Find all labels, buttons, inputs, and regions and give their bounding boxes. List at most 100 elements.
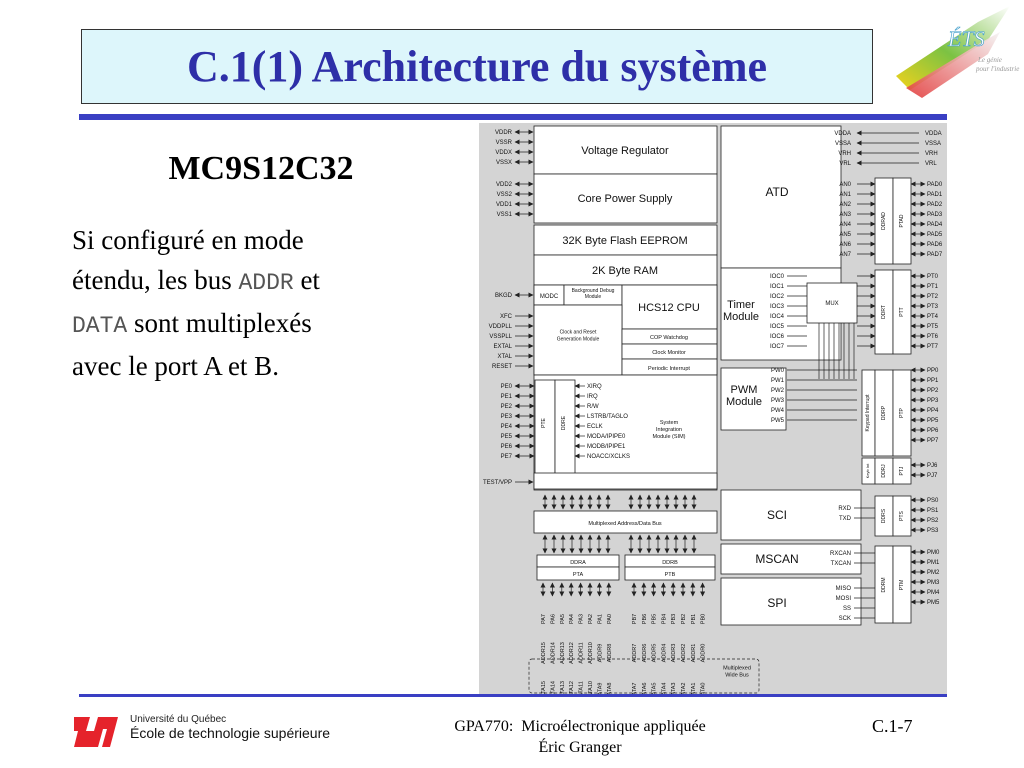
atd-input-label: VRH	[838, 151, 851, 157]
data-label: DATA0	[701, 683, 707, 695]
sim-label: Module (SIM)	[652, 434, 685, 440]
ddrp-label: DDRP	[881, 405, 887, 420]
data-label: DATA10	[588, 681, 594, 695]
pad-pin-label: PAD2	[927, 202, 943, 208]
ddrb-label: DDRB	[662, 560, 678, 566]
pw-label: PW5	[771, 418, 785, 424]
sci-signal-label: RXD	[838, 506, 851, 512]
pt-pin-label: PT4	[927, 314, 939, 320]
atd-input-label: VRL	[839, 161, 851, 167]
keyb-int-label: Keyb Int	[865, 463, 870, 479]
data-label: DATA13	[560, 681, 566, 695]
atd-channel-label: AN1	[839, 192, 851, 198]
sci-label: SCI	[767, 508, 787, 522]
atd-channel-label: AN7	[839, 252, 851, 258]
pw-label: PW0	[771, 368, 785, 374]
ptp-label: PTP	[899, 407, 905, 417]
pe-pin-label: PE7	[501, 454, 513, 460]
pa-pin-label: PA1	[597, 614, 603, 624]
pad-pin-label: PAD0	[927, 182, 943, 188]
pb-pin-label: PB1	[691, 614, 697, 624]
addr-label: ADDR11	[579, 642, 585, 663]
pt-pin-label: PT3	[927, 304, 939, 310]
slide-body: Si configuré en mode étendu, les bus ADD…	[72, 220, 432, 386]
pm-pin-label: PM4	[927, 590, 940, 596]
power-pin-label: VDD2	[496, 182, 513, 188]
ddrt-label: DDRT	[881, 305, 887, 319]
slide-subtitle: MC9S12C32	[168, 150, 354, 187]
addr-label: ADDR4	[661, 644, 667, 663]
addr-label: ADDR9	[597, 644, 603, 663]
school-name: École de technologie supérieure	[130, 725, 331, 741]
pad-pin-label: PAD5	[927, 232, 943, 238]
pad-pin-label: PAD7	[927, 252, 943, 258]
spi-label: SPI	[767, 596, 786, 610]
data-label: DATA15	[541, 681, 547, 695]
ptp-port	[892, 369, 912, 457]
spi-signal-label: MOSI	[836, 596, 852, 602]
ptb-label: PTB	[665, 572, 676, 578]
core-power-label: Core Power Supply	[578, 193, 673, 205]
ptm-port	[892, 545, 912, 624]
pw-label: PW3	[771, 398, 785, 404]
pe-pin-label: PE1	[501, 394, 513, 400]
sim-signal-label: ECLK	[587, 424, 603, 430]
sci-signal-label: TXD	[839, 516, 852, 522]
ps-pin-label: PS1	[927, 508, 939, 514]
pad-pin-label: PAD1	[927, 192, 943, 198]
spi-block	[720, 577, 862, 626]
addr-data-bus-block	[533, 510, 718, 534]
pp-pin-label: PP4	[927, 408, 939, 414]
ptad-label: PTAD	[899, 214, 905, 227]
ddrs-label: DDRS	[881, 508, 887, 523]
pa-pin-label: PA3	[579, 614, 585, 624]
pj-pin-label: PJ6	[927, 463, 938, 469]
pt-pin-label: PT0	[927, 274, 939, 280]
power-pin-label: VSS1	[497, 212, 513, 218]
spi-signal-label: SCK	[839, 616, 851, 622]
voltage-regulator-label: Voltage Regulator	[581, 145, 669, 157]
code-addr: ADDR	[238, 270, 294, 296]
pp-pin-label: PP3	[927, 398, 939, 404]
data-label: DATA8	[607, 683, 613, 695]
keypad-int-label: Keypad Interrupt	[865, 394, 871, 432]
pa-pin-label: PA0	[607, 614, 613, 624]
atd-channel-label: AN0	[839, 182, 851, 188]
pb-pin-label: PB0	[701, 614, 707, 624]
pp-pin-label: PP2	[927, 388, 939, 394]
timer-label: Module	[723, 311, 759, 323]
atd-ext-label: VSSA	[925, 141, 941, 147]
pj-pin-label: PJ7	[927, 473, 938, 479]
pta-port	[536, 566, 620, 581]
pb-pin-label: PB2	[681, 614, 687, 624]
data-label: DATA11	[579, 681, 585, 695]
pw-label: PW2	[771, 388, 785, 394]
pt-pin-label: PT6	[927, 334, 939, 340]
atd-label: ATD	[765, 185, 788, 199]
addr-label: ADDR6	[642, 644, 648, 663]
ptt-port	[892, 269, 912, 355]
pm-pin-label: PM2	[927, 570, 940, 576]
ioc-label: IOC4	[770, 314, 785, 320]
data-label: DATA4	[661, 683, 667, 695]
ddre-label: DDRE	[561, 415, 567, 430]
pe-pin-label: PE4	[501, 424, 513, 430]
ioc-label: IOC6	[770, 334, 785, 340]
atd-ext-label: VRL	[925, 161, 937, 167]
flash-label: 32K Byte Flash EEPROM	[562, 235, 687, 247]
atd-block	[720, 125, 842, 269]
pt-pin-label: PT5	[927, 324, 939, 330]
power-pin-label: VDDX	[495, 150, 512, 156]
addr-label: ADDR13	[560, 642, 566, 664]
cpu-block	[621, 284, 718, 330]
addr-label: ADDR12	[569, 642, 575, 664]
pe-pin-label: PE5	[501, 434, 513, 440]
pa-pin-label: PA2	[588, 614, 594, 624]
data-label: DATA3	[671, 683, 677, 695]
cop-label: COP Watchdog	[650, 335, 688, 341]
data-label: DATA5	[652, 683, 658, 695]
data-label: DATA7	[632, 683, 638, 695]
ets-logo-text: ÉTS	[947, 26, 985, 51]
code-data: DATA	[72, 313, 128, 339]
